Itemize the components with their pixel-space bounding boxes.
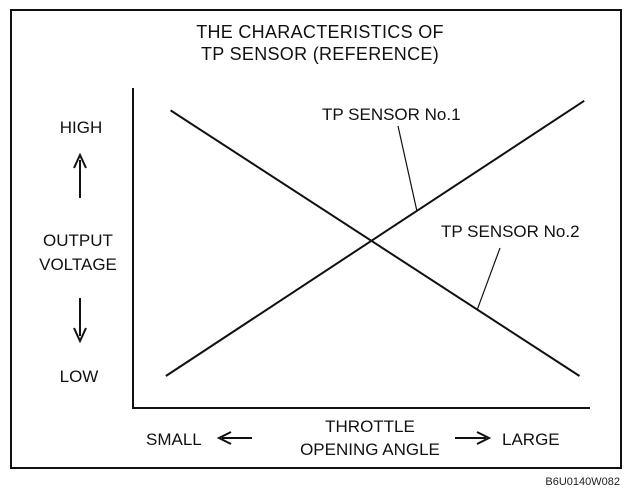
series-label-1: TP SENSOR No.1: [322, 105, 461, 124]
chart-title-line-2: TP SENSOR (REFERENCE): [201, 44, 439, 64]
y-low-label: LOW: [59, 367, 99, 386]
y-axis-label-line-2: VOLTAGE: [39, 255, 117, 274]
chart-title-line-1: THE CHARACTERISTICS OF: [196, 22, 444, 42]
left-arrow-icon: [216, 431, 252, 445]
x-small-label: SMALL: [146, 430, 202, 449]
down-arrow-icon: [73, 298, 87, 344]
x-large-label: LARGE: [502, 430, 560, 449]
series-leader-line-2: [476, 247, 501, 310]
y-high-label: HIGH: [59, 118, 103, 137]
x-axis-label-line-2: OPENING ANGLE: [300, 440, 440, 459]
figure-code: B6U0140W082: [545, 476, 620, 488]
y-axis-label-line-1: OUTPUT: [43, 231, 113, 250]
series-line-2: [170, 109, 581, 377]
up-arrow-icon: [73, 152, 87, 198]
series-line-1: [165, 99, 585, 377]
figure-frame: [10, 9, 622, 469]
right-arrow-icon: [455, 431, 492, 445]
x-axis-label-line-1: THROTTLE: [325, 417, 415, 436]
series-leader-line-1: [397, 125, 418, 212]
series-layer: TP SENSOR No.1 TP SENSOR No.2: [165, 99, 585, 377]
series-label-2: TP SENSOR No.2: [441, 222, 580, 241]
